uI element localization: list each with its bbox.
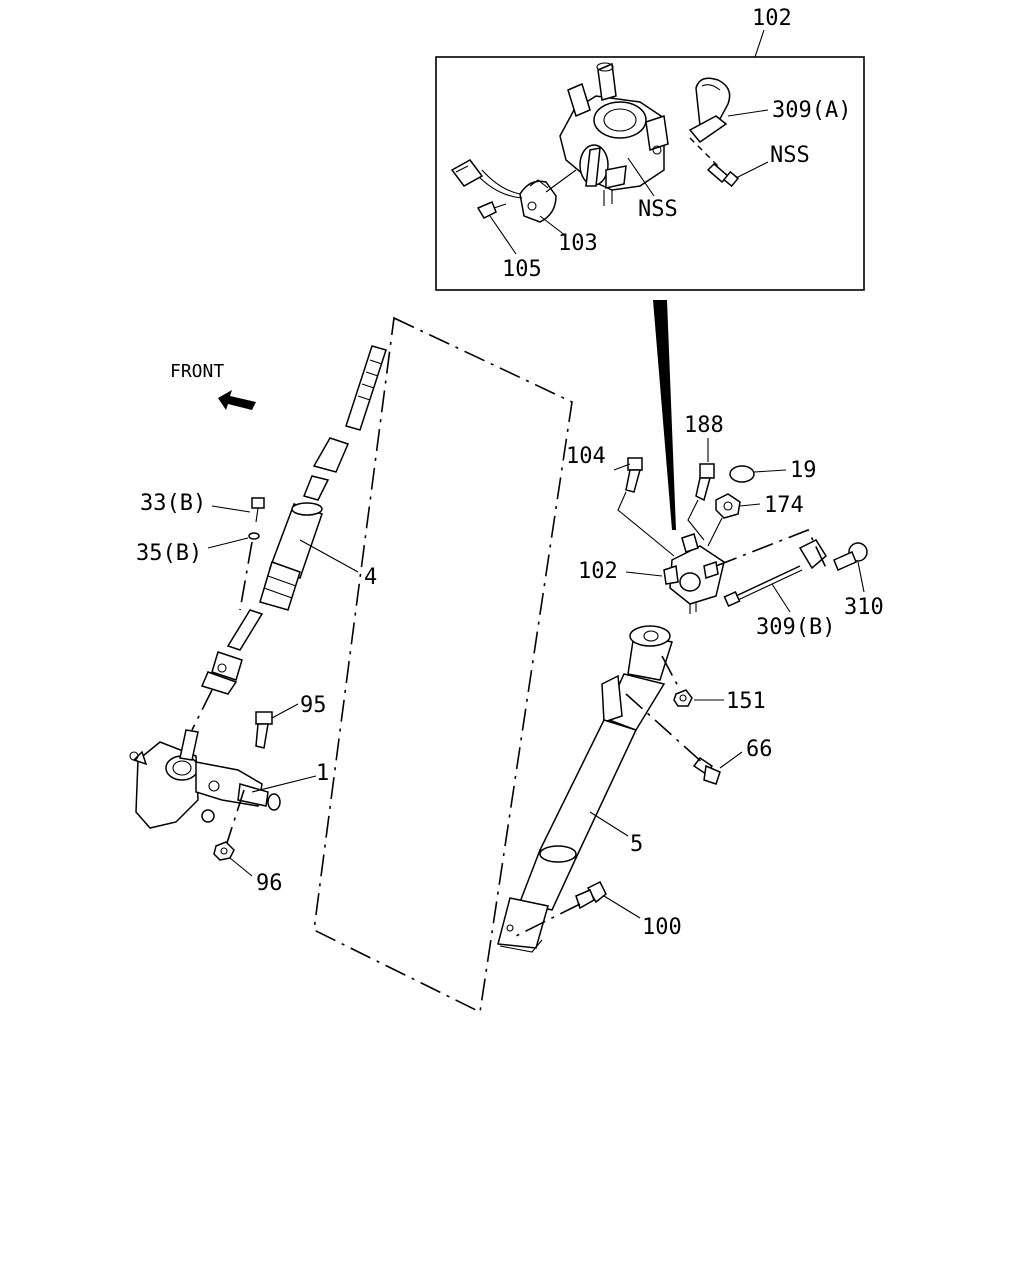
label-102-top[interactable]: 102	[752, 6, 792, 31]
guide-174	[707, 517, 723, 547]
clamp-309a[interactable]	[688, 77, 731, 144]
guide-nss-right	[689, 137, 721, 169]
inset-frame	[435, 56, 865, 291]
guide-100	[511, 903, 581, 939]
inset-detail-102: 102 309(A) NSS	[435, 6, 865, 291]
guide-66	[625, 693, 705, 765]
ignition-switch-102[interactable]	[663, 533, 725, 614]
steering-gear-1[interactable]	[129, 729, 281, 829]
bolt-310[interactable]	[833, 542, 868, 572]
nut-96[interactable]	[213, 841, 235, 861]
bolt-66[interactable]	[692, 756, 721, 785]
label-4[interactable]: 4	[364, 565, 377, 590]
label-188[interactable]: 188	[684, 413, 724, 438]
label-309b[interactable]: 309(B)	[756, 615, 835, 640]
leader-102-mid	[625, 571, 663, 577]
bolt-95[interactable]	[255, 711, 273, 749]
ignition-housing[interactable]	[559, 62, 669, 206]
leader-nss-right	[735, 161, 769, 179]
leader-105	[489, 215, 517, 255]
leader-35b	[207, 537, 249, 549]
leader-96	[229, 857, 253, 877]
guide-151	[661, 655, 681, 691]
leader-309b	[771, 583, 791, 613]
leader-100	[603, 895, 641, 919]
label-front[interactable]: FRONT	[170, 361, 224, 382]
guide-103	[545, 169, 577, 193]
leader-310	[857, 561, 865, 593]
label-5[interactable]: 5	[630, 832, 643, 857]
front-arrow-icon	[218, 390, 256, 410]
bolt-104[interactable]	[625, 457, 643, 493]
label-100[interactable]: 100	[642, 915, 682, 940]
label-96[interactable]: 96	[256, 871, 283, 896]
cable-309b[interactable]	[723, 539, 827, 607]
leader-33b	[211, 505, 251, 513]
leader-102-top	[754, 29, 765, 58]
label-102-mid[interactable]: 102	[578, 559, 618, 584]
label-174[interactable]: 174	[764, 493, 804, 518]
label-nss-mid[interactable]: NSS	[638, 197, 678, 222]
label-nss-right[interactable]: NSS	[770, 143, 810, 168]
guide-104	[617, 491, 675, 557]
leader-nss-mid	[627, 157, 655, 197]
pointer-wedge	[653, 300, 676, 530]
nut-151[interactable]	[673, 689, 693, 707]
label-95[interactable]: 95	[300, 693, 327, 718]
bolt-100[interactable]	[575, 880, 607, 910]
assembly-bracket-outline	[313, 316, 573, 1014]
guide-188	[687, 499, 705, 541]
leader-309a	[727, 109, 769, 117]
leader-4	[299, 539, 359, 573]
label-105[interactable]: 105	[502, 257, 542, 282]
label-1[interactable]: 1	[316, 761, 329, 786]
guide-33b	[239, 541, 253, 611]
label-19[interactable]: 19	[790, 458, 817, 483]
leader-103	[539, 215, 567, 237]
leader-19	[753, 469, 787, 473]
guide-ujoint	[191, 689, 213, 731]
label-103[interactable]: 103	[558, 231, 598, 256]
steering-column-5[interactable]	[497, 625, 673, 953]
guide-309b	[715, 528, 829, 573]
screw-105[interactable]	[476, 201, 507, 219]
leader-5	[589, 811, 629, 837]
shaft-4[interactable]	[226, 345, 387, 651]
ring-19[interactable]	[729, 465, 755, 483]
leader-95	[271, 703, 299, 719]
label-35b[interactable]: 35(B)	[136, 541, 202, 566]
leader-104	[613, 463, 631, 471]
switch-103[interactable]	[450, 159, 557, 223]
label-33b[interactable]: 33(B)	[140, 491, 206, 516]
leader-66	[719, 751, 743, 769]
label-310[interactable]: 310	[844, 595, 884, 620]
leader-1	[251, 775, 317, 793]
leader-174	[739, 503, 761, 507]
washer-35b[interactable]	[248, 532, 260, 540]
screw-nss-right[interactable]	[706, 162, 740, 188]
universal-joint[interactable]	[200, 651, 243, 695]
bolt-188[interactable]	[695, 463, 715, 502]
bolt-33b[interactable]	[251, 497, 265, 523]
guide-96	[225, 789, 245, 847]
label-309a[interactable]: 309(A)	[772, 98, 851, 123]
label-66[interactable]: 66	[746, 737, 773, 762]
label-104[interactable]: 104	[566, 444, 606, 469]
nut-174[interactable]	[715, 493, 741, 519]
label-151[interactable]: 151	[726, 689, 766, 714]
